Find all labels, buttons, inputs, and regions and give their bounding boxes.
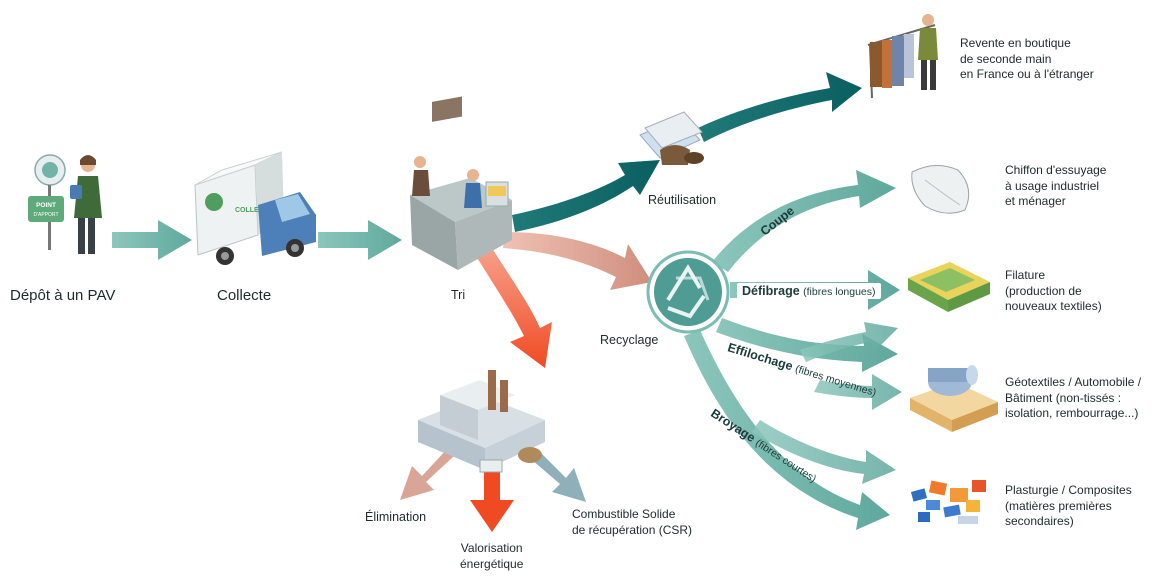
energy-label-elimination: Élimination xyxy=(365,510,427,524)
clothing-rack-icon xyxy=(867,14,938,99)
branch-arrow-effilochage-geo xyxy=(814,374,902,410)
collection-point-sign-icon: POINT D'APPORT xyxy=(28,154,66,250)
output-label-chiffon: Chiffon d'essuyage à usage industriel et… xyxy=(1005,163,1107,208)
flow-arrow-reutilisation-revente xyxy=(698,72,862,142)
second-hand-clothes-icon xyxy=(639,111,704,165)
branch-arrow-broyage-up xyxy=(752,420,896,484)
flow-arrow-valorisation xyxy=(470,472,514,532)
folded-textile-icon xyxy=(908,262,990,312)
branch-arrow-effilochage-up xyxy=(800,322,898,362)
flow-arrow-csr xyxy=(532,452,586,502)
branch-arrow-broyage xyxy=(684,330,890,530)
energy-label-csr: Combustible Solide de récupération (CSR) xyxy=(572,507,693,537)
sign-text-1: POINT xyxy=(36,202,56,209)
truck-label: COLLECTE xyxy=(235,207,273,214)
sign-text-2: D'APPORT xyxy=(33,212,58,218)
output-label-geotextiles: Géotextiles / Automobile / Bâtiment (non… xyxy=(1005,375,1142,420)
flow-arrow-collecte-tri xyxy=(318,220,402,260)
step-label-reutilisation: Réutilisation xyxy=(648,193,717,207)
insulation-roll-icon xyxy=(910,365,998,432)
collection-truck-icon: COLLECTE xyxy=(194,151,316,265)
plastic-pellets-icon xyxy=(910,480,986,524)
step-label-collecte: Collecte xyxy=(217,287,272,304)
output-label-plasturgie: Plasturgie / Composites (matières premiè… xyxy=(1005,483,1132,528)
branch-arrow-effilochage xyxy=(716,318,898,372)
flow-arrow-tri-reutilisation xyxy=(512,160,660,232)
energy-label-valorisation: Valorisation énergétique xyxy=(460,541,524,571)
step-label-recyclage: Recyclage xyxy=(600,333,659,347)
step-label-tri: Tri xyxy=(451,288,466,302)
energy-plant-icon xyxy=(418,370,545,473)
flow-arrow-tri-energie xyxy=(476,248,552,368)
flow-arrow-tri-recyclage xyxy=(503,232,652,290)
branch-tag-defibrage: Défibrage (fibres longues) xyxy=(737,283,881,299)
output-label-filature: Filature (production de nouveaux textile… xyxy=(1005,268,1102,313)
branch-arrow-coupe xyxy=(712,170,896,272)
sorting-station-icon xyxy=(410,96,512,270)
recycling-symbol-icon xyxy=(646,250,730,334)
person-dropping-clothes-icon xyxy=(70,155,102,254)
step-label-depot: Dépôt à un PAV xyxy=(10,287,116,304)
flow-arrow-elimination xyxy=(400,448,454,500)
output-label-revente: Revente en boutique de seconde main en F… xyxy=(960,36,1094,81)
cloth-icon xyxy=(911,165,970,214)
flow-arrow-depot-collecte xyxy=(112,220,192,260)
